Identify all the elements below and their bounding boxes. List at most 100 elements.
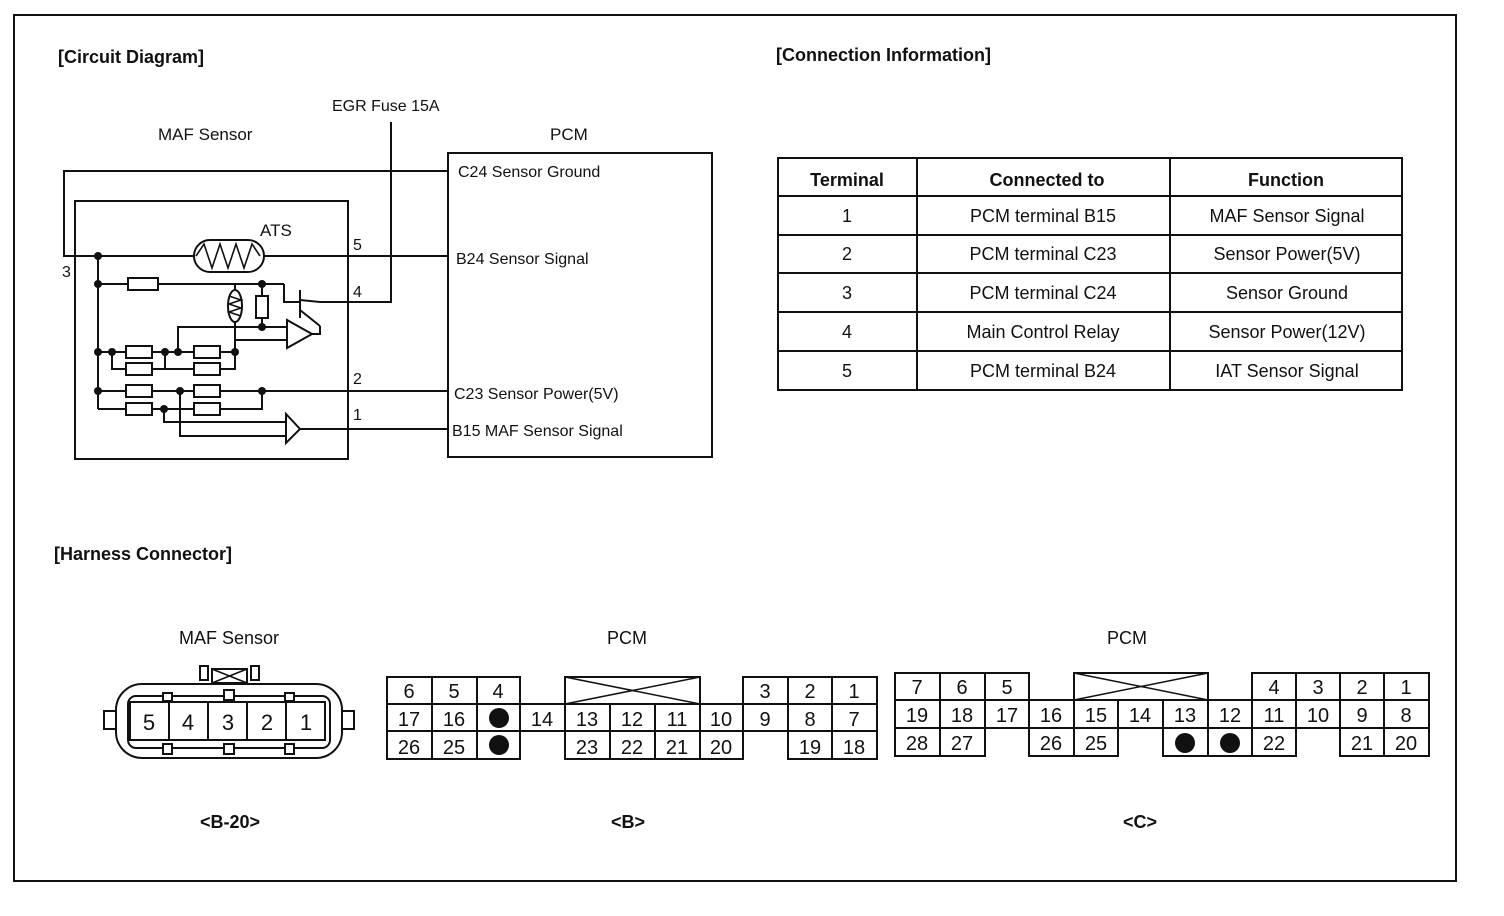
- maf-pin: 3: [222, 710, 234, 735]
- pcm-c-connector: PCM 7: [894, 628, 1430, 832]
- pcm-b-pin: 11: [667, 709, 688, 731]
- table-cell: Sensor Power(5V): [1213, 244, 1360, 264]
- pcm-b-pin: 14: [531, 709, 553, 731]
- table-cell: 3: [842, 283, 852, 303]
- pcm-c-pin: 9: [1356, 705, 1367, 727]
- resistor: [255, 295, 269, 319]
- pcm-terminal-b15: B15 MAF Sensor Signal: [452, 423, 623, 440]
- pcm-b-pin: 23: [576, 737, 598, 759]
- connection-table: Terminal Connected to Function 1 PCM ter…: [777, 157, 1403, 391]
- table-cell: PCM terminal B24: [970, 361, 1116, 381]
- pcm-c-pin: 21: [1351, 733, 1373, 755]
- pcm-b-connector: PCM 6 5: [386, 628, 878, 832]
- pcm-box: [447, 152, 713, 458]
- fuse-power-wire: [320, 122, 392, 303]
- pcm-b-pin: 9: [759, 709, 770, 731]
- pcm-c-pin: 18: [951, 705, 973, 727]
- pcm-c-pin: 15: [1085, 705, 1107, 727]
- pcm-b-pin: 26: [398, 737, 420, 759]
- pcm-c-pin: 19: [906, 705, 928, 727]
- amplifier-icon: [286, 318, 315, 350]
- pcm-b-pin: 7: [848, 709, 859, 731]
- circuit-pin-5: 5: [353, 237, 362, 254]
- maf-sensor-box: [74, 200, 349, 460]
- pcm-b-pin: 4: [492, 681, 503, 703]
- resistor: [127, 277, 159, 291]
- pcm-b-pin: 6: [403, 681, 414, 703]
- pcm-terminal-c24: C24 Sensor Ground: [458, 164, 600, 181]
- pcm-b-pin: 25: [443, 737, 465, 759]
- pcm-c-pin: 14: [1129, 705, 1151, 727]
- pcm-c-pin: 22: [1263, 733, 1285, 755]
- blocked-pin: [1220, 733, 1240, 753]
- table-header: Function: [1248, 170, 1324, 190]
- egr-fuse-label: EGR Fuse 15A: [332, 98, 440, 115]
- table-cell: PCM terminal C23: [969, 244, 1116, 264]
- pcm-label: PCM: [550, 125, 588, 144]
- table-cell: MAF Sensor Signal: [1209, 206, 1364, 226]
- harness-connector-title: [Harness Connector]: [54, 544, 232, 564]
- table-cell: 4: [842, 322, 852, 342]
- pcm-c-pin: 27: [951, 733, 973, 755]
- pcm-c-pin: 8: [1400, 705, 1411, 727]
- table-cell: 5: [842, 361, 852, 381]
- pcm-c-pin: 13: [1174, 705, 1196, 727]
- circuit-pin-2: 2: [353, 371, 362, 388]
- circuit-pin-4: 4: [353, 284, 362, 301]
- pcm-c-pin: 1: [1400, 677, 1411, 699]
- pcm-c-pin: 28: [906, 733, 928, 755]
- pcm-c-pin: 10: [1307, 705, 1329, 727]
- pcm-c-pin: 3: [1312, 677, 1323, 699]
- pcm-c-pin: 25: [1085, 733, 1107, 755]
- table-cell: 2: [842, 244, 852, 264]
- resistor: [193, 402, 221, 416]
- table-header: Terminal: [810, 170, 884, 190]
- pcm-terminal-b24: B24 Sensor Signal: [456, 251, 589, 268]
- maf-pin: 1: [300, 710, 312, 735]
- pcm-c-pin: 5: [1001, 677, 1012, 699]
- pcm-b-pin: 5: [448, 681, 459, 703]
- pcm-b-pin: 18: [843, 737, 865, 759]
- resistor: [125, 362, 153, 376]
- resistor: [193, 384, 221, 398]
- pcm-b-caption: <B>: [611, 812, 645, 832]
- circuit-diagram: EGR Fuse 15A MAF Sensor PCM C24 Sensor G…: [62, 98, 713, 460]
- pcm-terminal-c23: C23 Sensor Power(5V): [454, 386, 619, 403]
- pcm-c-pin: 20: [1395, 733, 1417, 755]
- pcm-c-title: PCM: [1107, 628, 1147, 648]
- maf-sensor-connector: MAF Sensor 5 4 3 2 1 <B-20>: [103, 628, 355, 832]
- connection-information-title: [Connection Information]: [776, 45, 991, 65]
- pcm-c-pin: 11: [1264, 705, 1285, 727]
- maf-sensor-label: MAF Sensor: [158, 125, 253, 144]
- resistor: [193, 345, 221, 359]
- table-cell: 1: [842, 206, 852, 226]
- maf-connector-title: MAF Sensor: [179, 628, 279, 648]
- table-cell: PCM terminal C24: [969, 283, 1116, 303]
- maf-connector-caption: <B-20>: [200, 812, 260, 832]
- amplifier-icon: [285, 411, 302, 446]
- pcm-b-pin: 12: [621, 709, 643, 731]
- resistor: [125, 345, 153, 359]
- table-cell: Sensor Power(12V): [1208, 322, 1365, 342]
- resistor: [193, 362, 221, 376]
- pcm-b-pin: 8: [804, 709, 815, 731]
- pcm-c-pin: 2: [1356, 677, 1367, 699]
- circuit-pin-1: 1: [353, 407, 362, 424]
- ats-zigzag: [195, 241, 261, 271]
- pcm-b-pin: 1: [848, 681, 859, 703]
- pcm-b-pin: 21: [666, 737, 688, 759]
- page-frame: [13, 14, 1457, 882]
- pcm-b-pin: 13: [576, 709, 598, 731]
- blocked-pin: [489, 735, 509, 755]
- maf-pin: 4: [182, 710, 194, 735]
- ats-label: ATS: [260, 221, 292, 240]
- pcm-b-pin: 2: [804, 681, 815, 703]
- pcm-b-pin: 3: [759, 681, 770, 703]
- table-cell: Sensor Ground: [1226, 283, 1348, 303]
- pcm-b-pin: 19: [799, 737, 821, 759]
- pcm-b-pin: 17: [398, 709, 420, 731]
- pcm-c-pin: 6: [956, 677, 967, 699]
- pcm-c-pin: 7: [911, 677, 922, 699]
- pcm-c-pin: 4: [1268, 677, 1279, 699]
